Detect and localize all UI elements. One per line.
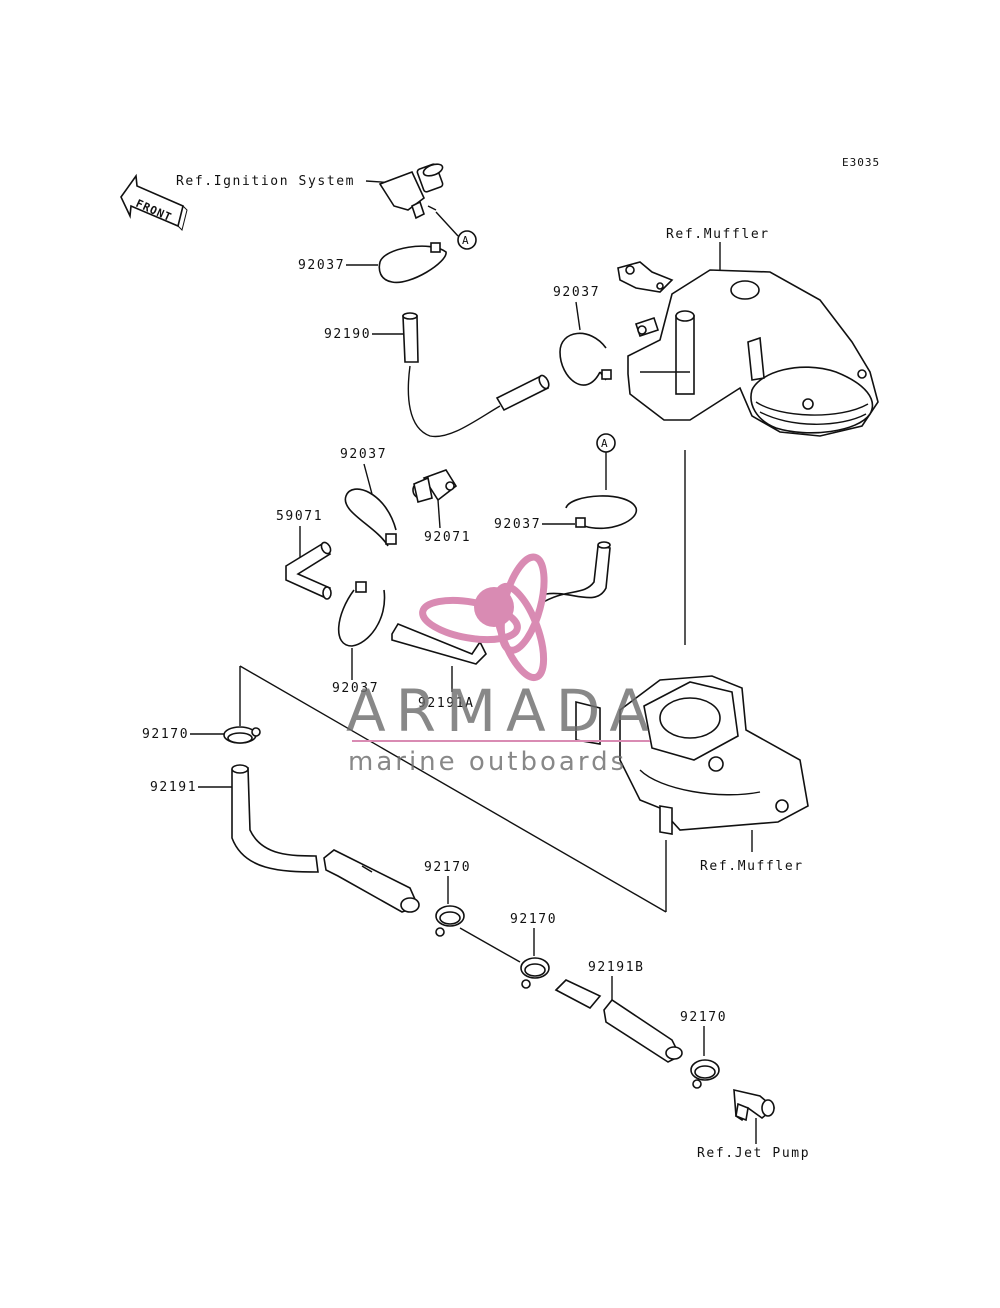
- part-92170-d: 92170: [680, 1010, 727, 1025]
- marker-a-lower: A: [596, 433, 616, 453]
- tie-band-d: [565, 495, 637, 530]
- elbow-59071: [285, 541, 332, 600]
- part-92170-c: 92170: [510, 912, 557, 927]
- hose-clamp-d: [690, 1059, 720, 1089]
- tie-band-e: [337, 581, 386, 647]
- ignition-coil-fitting: [378, 163, 444, 220]
- ref-muffler-top-label: Ref.Muffler: [666, 227, 770, 242]
- part-92037-b: 92037: [553, 285, 600, 300]
- hose-92191b: [554, 979, 683, 1063]
- marker-a-top: A: [457, 230, 477, 250]
- ref-muffler-bottom-label: Ref.Muffler: [700, 859, 804, 874]
- watermark-tagline: marine outboards: [348, 747, 627, 777]
- part-92191b: 92191B: [588, 960, 645, 975]
- watermark-brand: ARMADA: [346, 677, 659, 745]
- muffler-lower: [575, 675, 809, 835]
- diagram-code: E3035: [842, 156, 880, 169]
- part-92037-e: 92037: [332, 681, 379, 696]
- part-92170-a: 92170: [142, 727, 189, 742]
- part-59071: 59071: [276, 509, 323, 524]
- part-92191: 92191: [150, 780, 197, 795]
- ref-ignition-label: Ref.Ignition System: [176, 174, 355, 189]
- svg-text:A: A: [601, 437, 609, 450]
- part-92071: 92071: [424, 530, 471, 545]
- svg-text:A: A: [462, 234, 470, 247]
- hose-92190: [402, 312, 550, 438]
- hose-92191: [231, 764, 420, 913]
- muffler-upper: [617, 261, 879, 437]
- part-92190: 92190: [324, 327, 371, 342]
- hose-clamp-c: [520, 957, 550, 989]
- front-label: FRONT: [134, 197, 174, 224]
- tie-band-b: [559, 332, 612, 386]
- part-92037-c: 92037: [340, 447, 387, 462]
- tie-band-a: [378, 242, 447, 284]
- jet-pump-fitting: [733, 1088, 776, 1122]
- part-92170-b: 92170: [424, 860, 471, 875]
- part-92037-a: 92037: [298, 258, 345, 273]
- hose-92191a: [391, 541, 611, 665]
- hose-clamp-b: [435, 905, 465, 937]
- hose-clamp-a: [223, 726, 261, 744]
- tie-band-c: [344, 488, 397, 547]
- part-92191a: 92191A: [418, 696, 475, 711]
- propeller-logo-icon: [419, 553, 548, 682]
- ref-jet-pump-label: Ref.Jet Pump: [697, 1146, 810, 1161]
- part-92037-d: 92037: [494, 517, 541, 532]
- fitting-92071: [412, 469, 458, 504]
